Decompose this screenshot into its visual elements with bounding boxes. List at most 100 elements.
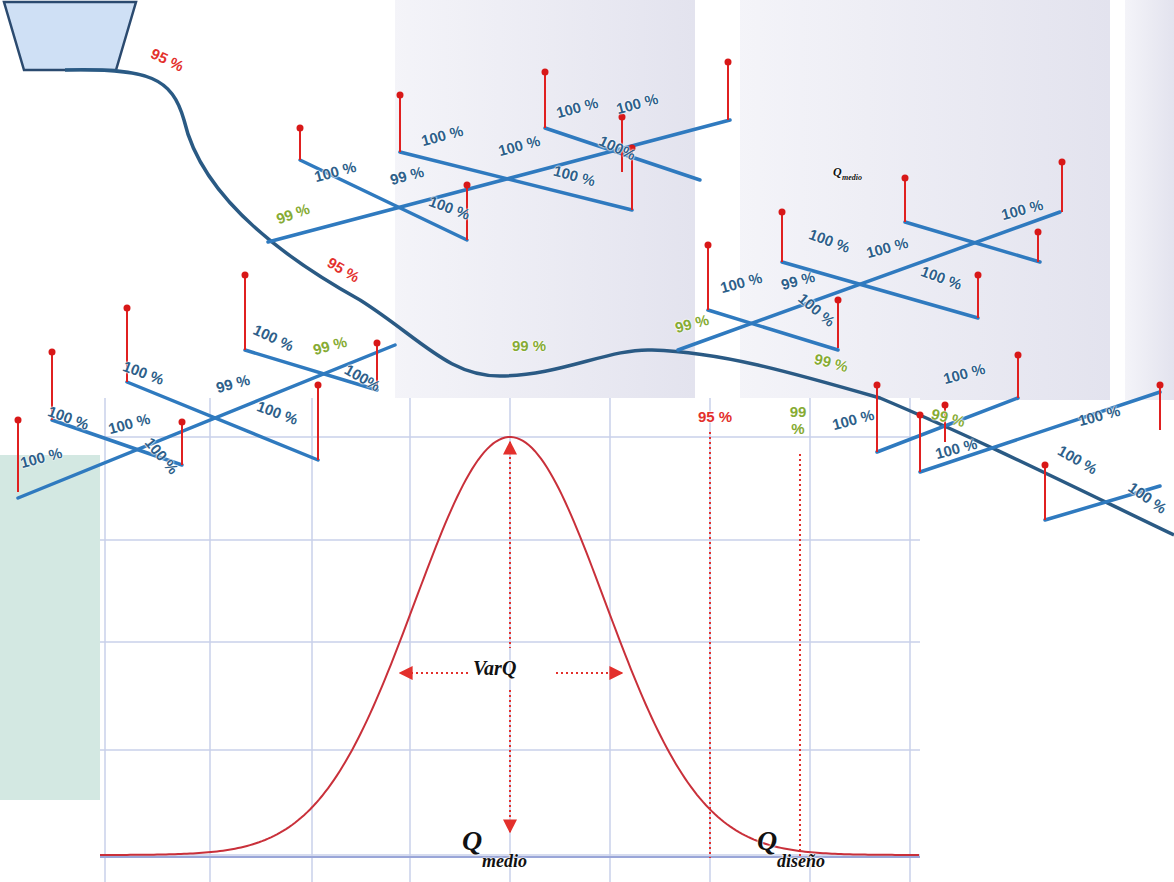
percentage-label: 100 % xyxy=(942,361,987,388)
consumption-point xyxy=(179,419,186,426)
percentage-label: 95 % xyxy=(324,255,362,286)
percentage-label: 95 % xyxy=(698,409,732,426)
percentage-label: 99 % xyxy=(311,334,348,359)
formula-symbol: diseño xyxy=(777,852,825,872)
percentage-label: 100 % xyxy=(1055,442,1100,478)
percentage-label: 100 % xyxy=(934,436,979,463)
percentage-label: 99 % xyxy=(512,338,546,355)
percentage-label: 100 % xyxy=(555,95,600,122)
percentage-label: 100 % xyxy=(719,270,764,297)
variance-arrow xyxy=(556,672,622,674)
percentage-label: 99 % xyxy=(214,372,251,397)
percentage-label: 100 % xyxy=(141,435,181,478)
service-connection xyxy=(876,385,878,452)
service-connection xyxy=(1037,232,1039,262)
service-connection xyxy=(244,275,246,350)
percentage-label: 100 % xyxy=(1125,479,1169,517)
percentage-label: 100 % xyxy=(251,322,297,355)
percentage-label: 100 % xyxy=(795,290,838,330)
grid-line xyxy=(209,398,211,882)
tank xyxy=(4,2,136,70)
percentage-label: 100 % xyxy=(120,358,166,388)
grid-line xyxy=(809,398,811,882)
service-connection xyxy=(919,415,921,472)
normal-distribution-chart xyxy=(100,398,920,882)
consumption-point xyxy=(902,175,909,182)
consumption-point xyxy=(397,92,404,99)
percentage-label: 99 % xyxy=(812,351,849,376)
consumption-point xyxy=(705,242,712,249)
service-connection xyxy=(727,62,729,120)
grid-line xyxy=(409,398,411,882)
service-connection xyxy=(904,178,906,222)
consumption-point xyxy=(297,125,304,132)
percentage-label: 100 % xyxy=(19,445,64,472)
percentage-label: 100 % xyxy=(426,193,472,223)
background-panel xyxy=(1125,0,1174,400)
percentage-label: 100 % xyxy=(420,123,465,150)
consumption-point xyxy=(15,417,22,424)
percentage-label: 100 % xyxy=(918,263,964,293)
service-connection xyxy=(1061,162,1063,212)
service-connection xyxy=(1017,355,1019,398)
consumption-point xyxy=(835,297,842,304)
distribution-pipe xyxy=(18,345,395,498)
consumption-point xyxy=(242,272,249,279)
distribution-pipe xyxy=(905,222,1040,262)
consumption-point xyxy=(975,272,982,279)
percentage-label: 95 % xyxy=(148,46,186,75)
service-connection xyxy=(544,72,546,128)
mean-arrow xyxy=(509,690,511,832)
percentage-label: 100% xyxy=(596,133,638,164)
percentage-label: 99 % xyxy=(929,406,966,431)
consumption-point xyxy=(464,182,471,189)
consumption-point xyxy=(374,340,381,347)
grid-line xyxy=(104,398,106,882)
consumption-point xyxy=(49,349,56,356)
consumption-point xyxy=(315,382,322,389)
service-connection xyxy=(299,128,301,160)
formula-symbol: VarQ xyxy=(473,657,516,679)
chart-area xyxy=(100,398,920,882)
percentage-label: 99 % xyxy=(779,269,816,294)
formula-symbol: Q xyxy=(833,166,842,179)
percentage-label: 100 % xyxy=(45,403,91,433)
formula-symbol: Q xyxy=(757,826,777,857)
service-connection xyxy=(781,212,783,262)
percentage-label: 100 % xyxy=(831,407,876,434)
service-connection xyxy=(1044,465,1046,520)
service-connection xyxy=(1159,385,1161,430)
grid-line xyxy=(909,398,911,882)
percentage-label: 100 % xyxy=(615,91,660,118)
consumption-point xyxy=(1059,159,1066,166)
grid-line xyxy=(311,398,313,882)
percentage-label: 100 % xyxy=(865,235,910,262)
consumption-point xyxy=(1157,382,1164,389)
consumption-point xyxy=(917,412,924,419)
percentage-label: 100 % xyxy=(497,133,542,160)
service-connection xyxy=(707,245,709,310)
background-panel xyxy=(395,0,695,400)
consumption-point xyxy=(874,382,881,389)
percentage-label: 99 % xyxy=(274,201,312,228)
formula-symbol: medio xyxy=(482,852,527,872)
service-connection xyxy=(181,422,183,465)
service-connection xyxy=(837,300,839,348)
consumption-point xyxy=(124,305,131,312)
percentage-label: 100 % xyxy=(1077,403,1122,430)
distribution-pipe xyxy=(920,392,1160,472)
formula-symbol: Q xyxy=(462,826,482,857)
percentage-label: 99 % xyxy=(673,312,710,337)
main-pipe xyxy=(65,70,1174,535)
percentage-label: 100 % xyxy=(806,226,852,256)
grid-line xyxy=(609,398,611,882)
consumption-point xyxy=(779,209,786,216)
grid-line xyxy=(100,539,920,541)
service-connection xyxy=(977,275,979,318)
mean-arrow xyxy=(509,442,511,648)
consumption-point xyxy=(1042,462,1049,469)
consumption-point xyxy=(1035,229,1042,236)
percentage-label: 100% xyxy=(341,362,382,395)
